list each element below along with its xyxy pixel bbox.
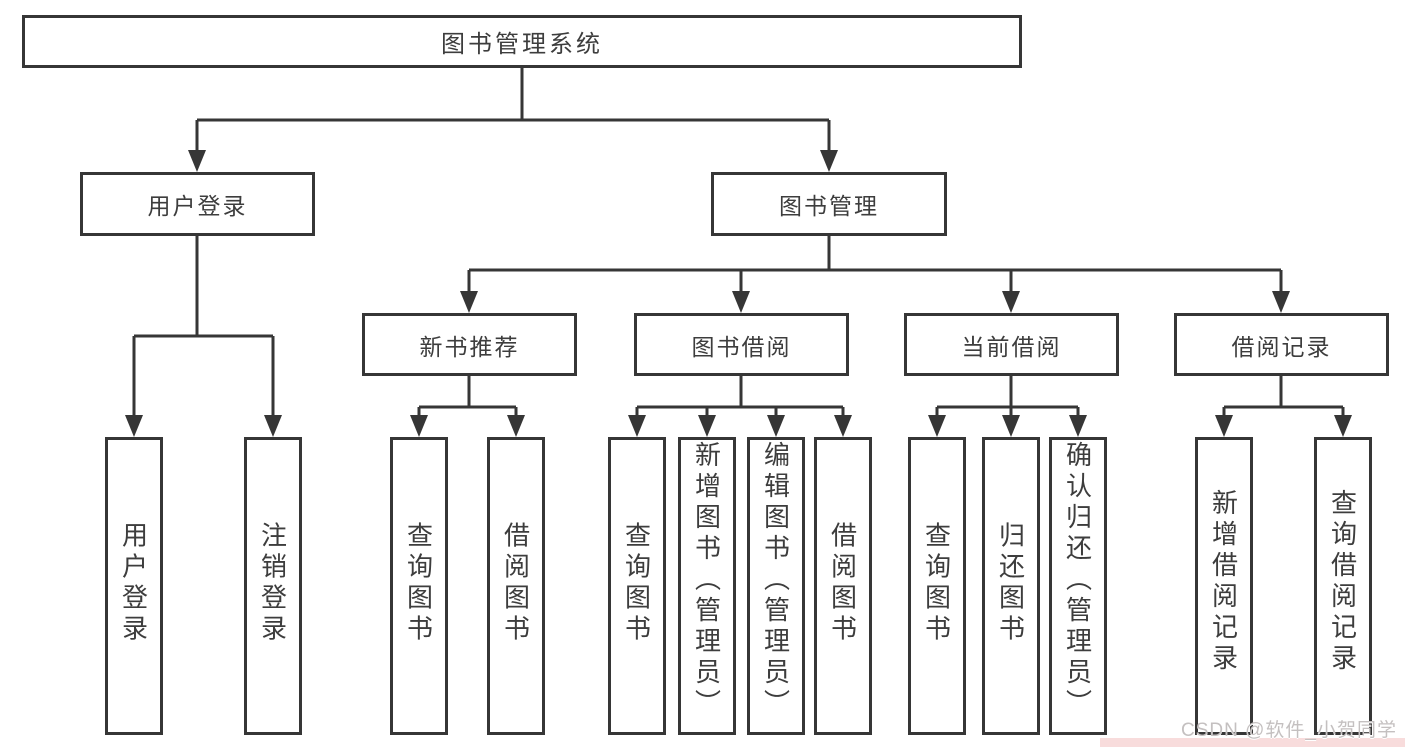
leaf-confirm-return-admin: 确认归还（管理员） — [1049, 437, 1107, 735]
leaf-label: 查询图书 — [403, 521, 434, 646]
leaf-borrow-books-borrowing: 借阅图书 — [814, 437, 872, 735]
leaf-user-login: 用户登录 — [105, 437, 163, 735]
leaf-query-books-borrowing: 查询图书 — [608, 437, 666, 735]
watermark-pink-strip — [1100, 738, 1405, 747]
leaf-label: 确认归还（管理员） — [1062, 440, 1093, 720]
leaf-label: 查询借阅记录 — [1327, 489, 1358, 676]
leaf-edit-book-admin: 编辑图书（管理员） — [747, 437, 805, 735]
node-label: 图书管理 — [779, 193, 879, 219]
leaf-add-book-admin: 新增图书（管理员） — [678, 437, 736, 735]
leaf-query-books-current: 查询图书 — [908, 437, 966, 735]
node-user-login: 用户登录 — [80, 172, 315, 236]
node-current-borrowing: 当前借阅 — [904, 313, 1119, 376]
leaf-label: 借阅图书 — [500, 521, 531, 646]
leaf-label: 新增借阅记录 — [1208, 489, 1239, 676]
csdn-watermark: CSDN @软件_小贺同学 — [1181, 720, 1397, 741]
leaf-logout: 注销登录 — [244, 437, 302, 735]
node-book-borrowing: 图书借阅 — [634, 313, 849, 376]
leaf-label: 新增图书（管理员） — [691, 440, 722, 720]
leaf-label: 查询图书 — [621, 521, 652, 646]
leaf-query-borrow-record: 查询借阅记录 — [1314, 437, 1372, 735]
node-root-system: 图书管理系统 — [22, 15, 1022, 68]
leaf-label: 注销登录 — [257, 521, 288, 646]
node-new-book-recommendation: 新书推荐 — [362, 313, 577, 376]
leaf-borrow-books-recommend: 借阅图书 — [487, 437, 545, 735]
leaf-add-borrow-record: 新增借阅记录 — [1195, 437, 1253, 735]
node-borrowing-records: 借阅记录 — [1174, 313, 1389, 376]
node-label: 图书借阅 — [691, 333, 792, 360]
node-label: 当前借阅 — [961, 333, 1062, 360]
leaf-label: 用户登录 — [118, 521, 149, 646]
node-label: 用户登录 — [147, 193, 248, 219]
node-label: 图书管理系统 — [441, 31, 603, 58]
leaf-label: 编辑图书（管理员） — [760, 440, 791, 720]
arrowheads — [125, 150, 1352, 437]
node-book-management: 图书管理 — [711, 172, 947, 236]
leaf-label: 借阅图书 — [827, 521, 858, 646]
node-label: 借阅记录 — [1231, 333, 1332, 360]
leaf-label: 归还图书 — [995, 521, 1026, 646]
leaf-label: 查询图书 — [921, 521, 952, 646]
leaf-return-books: 归还图书 — [982, 437, 1040, 735]
node-label: 新书推荐 — [419, 333, 520, 360]
leaf-query-books-recommend: 查询图书 — [390, 437, 448, 735]
